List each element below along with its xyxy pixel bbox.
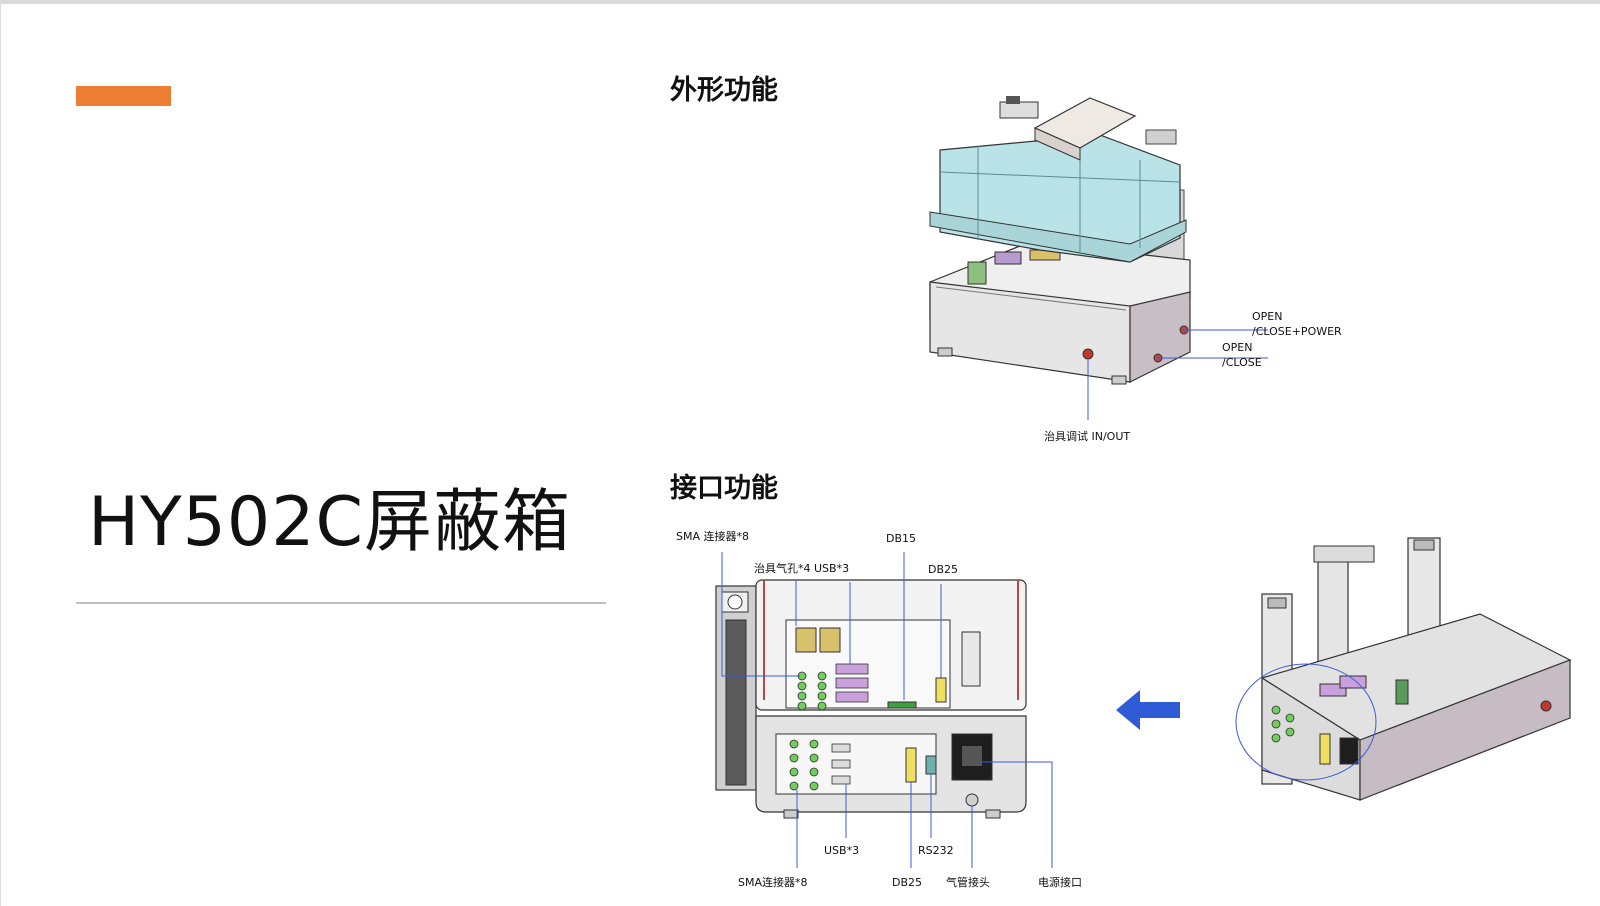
label-fixture-debug: 治具调试 IN/OUT xyxy=(1044,430,1131,443)
accent-bar xyxy=(76,86,171,106)
label-db25-bottom: DB25 xyxy=(892,876,923,889)
label-open-close-1: OPEN xyxy=(1222,341,1253,354)
label-db25-top: DB25 xyxy=(928,563,959,576)
label-sma-top: SMA 连接器*8 xyxy=(676,530,749,543)
label-usb-bottom: USB*3 xyxy=(824,844,860,857)
label-rs232: RS232 xyxy=(918,844,954,857)
heading-interface: 接口功能 xyxy=(670,473,778,504)
left-border xyxy=(0,0,1,906)
label-power-connector: 电源接口 xyxy=(1038,876,1082,889)
base-side-face xyxy=(1129,291,1191,383)
slide-title: HY502C屏蔽箱 xyxy=(88,483,571,562)
appearance-illustration xyxy=(929,96,1268,420)
focus-ellipse xyxy=(1235,663,1377,781)
label-open-power-2: /CLOSE+POWER xyxy=(1252,325,1342,338)
fixture-debug-button xyxy=(1082,348,1094,360)
interface-iso-illustration xyxy=(1235,537,1572,801)
label-db15: DB15 xyxy=(886,532,917,545)
label-open-power-1: OPEN xyxy=(1252,310,1283,323)
title-divider xyxy=(76,602,606,604)
interface-illustration xyxy=(715,552,1053,868)
left-arrow-icon xyxy=(1116,690,1180,730)
label-air-connector: 气管接头 xyxy=(946,876,990,889)
label-sma-bottom: SMA连接器*8 xyxy=(738,876,808,889)
top-border xyxy=(0,0,1600,4)
label-air-usb-top: 治具气孔*4 USB*3 xyxy=(754,562,850,575)
label-open-close-2: /CLOSE xyxy=(1222,356,1262,369)
heading-appearance: 外形功能 xyxy=(670,75,778,106)
